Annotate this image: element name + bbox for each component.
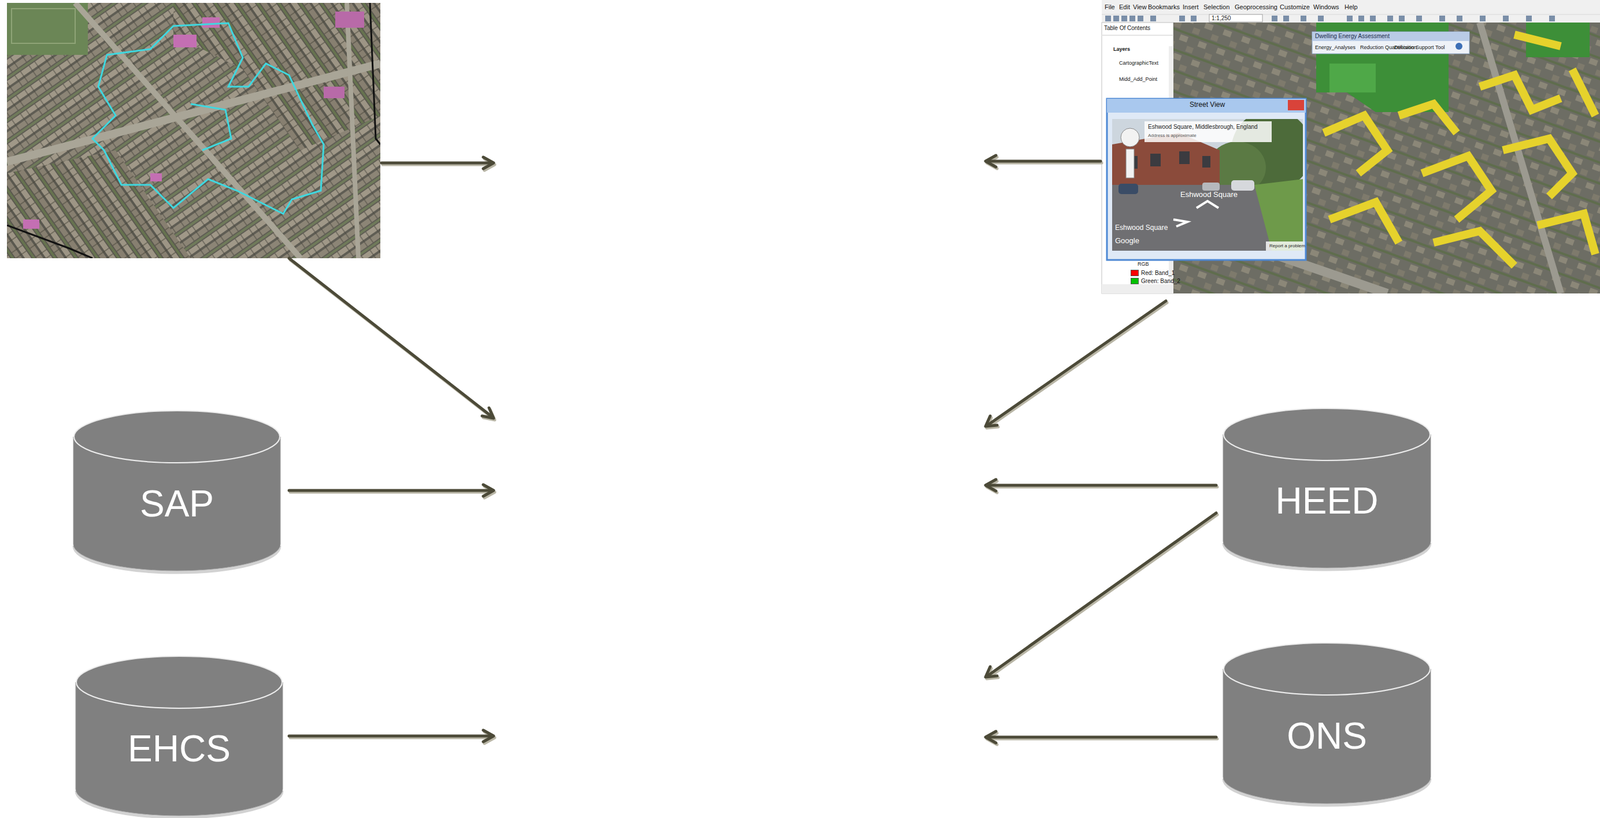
database-label: HEED — [1223, 461, 1431, 542]
screenshot-text: RGB — [1137, 261, 1150, 268]
legend-swatch — [1130, 269, 1139, 277]
screenshot-text: Edit — [1119, 3, 1131, 11]
arrow-line — [986, 736, 1217, 740]
gis-screenshot — [1101, 0, 1600, 294]
aerial-map — [6, 2, 381, 259]
screenshot-text: Street View — [1189, 101, 1225, 110]
legend-text: Green: Band_2 — [1141, 278, 1181, 285]
arrow-line — [986, 301, 1166, 427]
arrow-line — [986, 484, 1217, 488]
arrow-head — [482, 408, 494, 419]
screenshot-text: Help — [1344, 3, 1358, 11]
screenshot-text: Selection — [1203, 3, 1230, 11]
arrow-head — [985, 667, 998, 678]
screenshot-text: Energy_Analyses — [1315, 44, 1356, 51]
screenshot-text: Table Of Contents — [1104, 24, 1151, 32]
screenshot-text: Insert — [1182, 3, 1199, 11]
arrow-line — [289, 735, 493, 739]
arrow-line — [986, 160, 1101, 164]
screenshot-text: Customize — [1279, 3, 1310, 11]
screenshot-text: 1:1,250 — [1211, 15, 1231, 22]
arrow-head — [985, 479, 996, 492]
arrow-head — [483, 484, 494, 497]
arrow-head — [483, 730, 494, 743]
screenshot-text: View — [1132, 3, 1147, 11]
arrow-head — [985, 416, 998, 427]
arrow-line — [381, 161, 493, 165]
database-label: SAP — [73, 463, 281, 545]
arrow-head — [985, 731, 996, 744]
database-label: EHCS — [75, 709, 283, 790]
legend-row: Red: Band_1 — [1130, 269, 1175, 277]
screenshot-text: Bookmarks — [1147, 3, 1180, 11]
arrow-head — [483, 157, 494, 169]
screenshot-text: CartographicText — [1119, 60, 1159, 66]
legend-text: Red: Band_1 — [1141, 269, 1175, 277]
screenshot-text: Eshwood Square — [1115, 224, 1168, 233]
screenshot-text: File — [1104, 3, 1116, 11]
database-label: ONS — [1223, 695, 1431, 778]
screenshot-text: Windows — [1313, 3, 1340, 11]
arrow-head — [985, 155, 996, 168]
screenshot-text: Midd_Add_Point — [1119, 76, 1158, 83]
screenshot-text: Address is approximate — [1147, 132, 1197, 139]
screenshot-text: Google — [1115, 236, 1140, 246]
database-cylinder: ONS — [1223, 642, 1431, 805]
database-cylinder: EHCS — [75, 656, 283, 817]
screenshot-text: Dwelling Energy Assessment — [1315, 32, 1390, 40]
database-cylinder: HEED — [1223, 408, 1431, 569]
database-cylinder: SAP — [73, 410, 281, 572]
arrow-line — [986, 513, 1217, 677]
legend-row: Green: Band_2 — [1130, 278, 1181, 285]
legend-swatch — [1130, 278, 1139, 285]
arrow-line — [289, 258, 493, 418]
screenshot-text: Eshwood Square — [1180, 190, 1238, 200]
screenshot-text: Report a problem — [1269, 243, 1306, 249]
screenshot-text: Layers — [1113, 46, 1131, 53]
screenshot-text: Eshwood Square, Middlesbrough, England — [1147, 123, 1258, 131]
arrow-line — [289, 489, 493, 493]
screenshot-text: Geoprocessing — [1234, 3, 1278, 11]
screenshot-text: Decision Support Tool — [1394, 44, 1445, 51]
